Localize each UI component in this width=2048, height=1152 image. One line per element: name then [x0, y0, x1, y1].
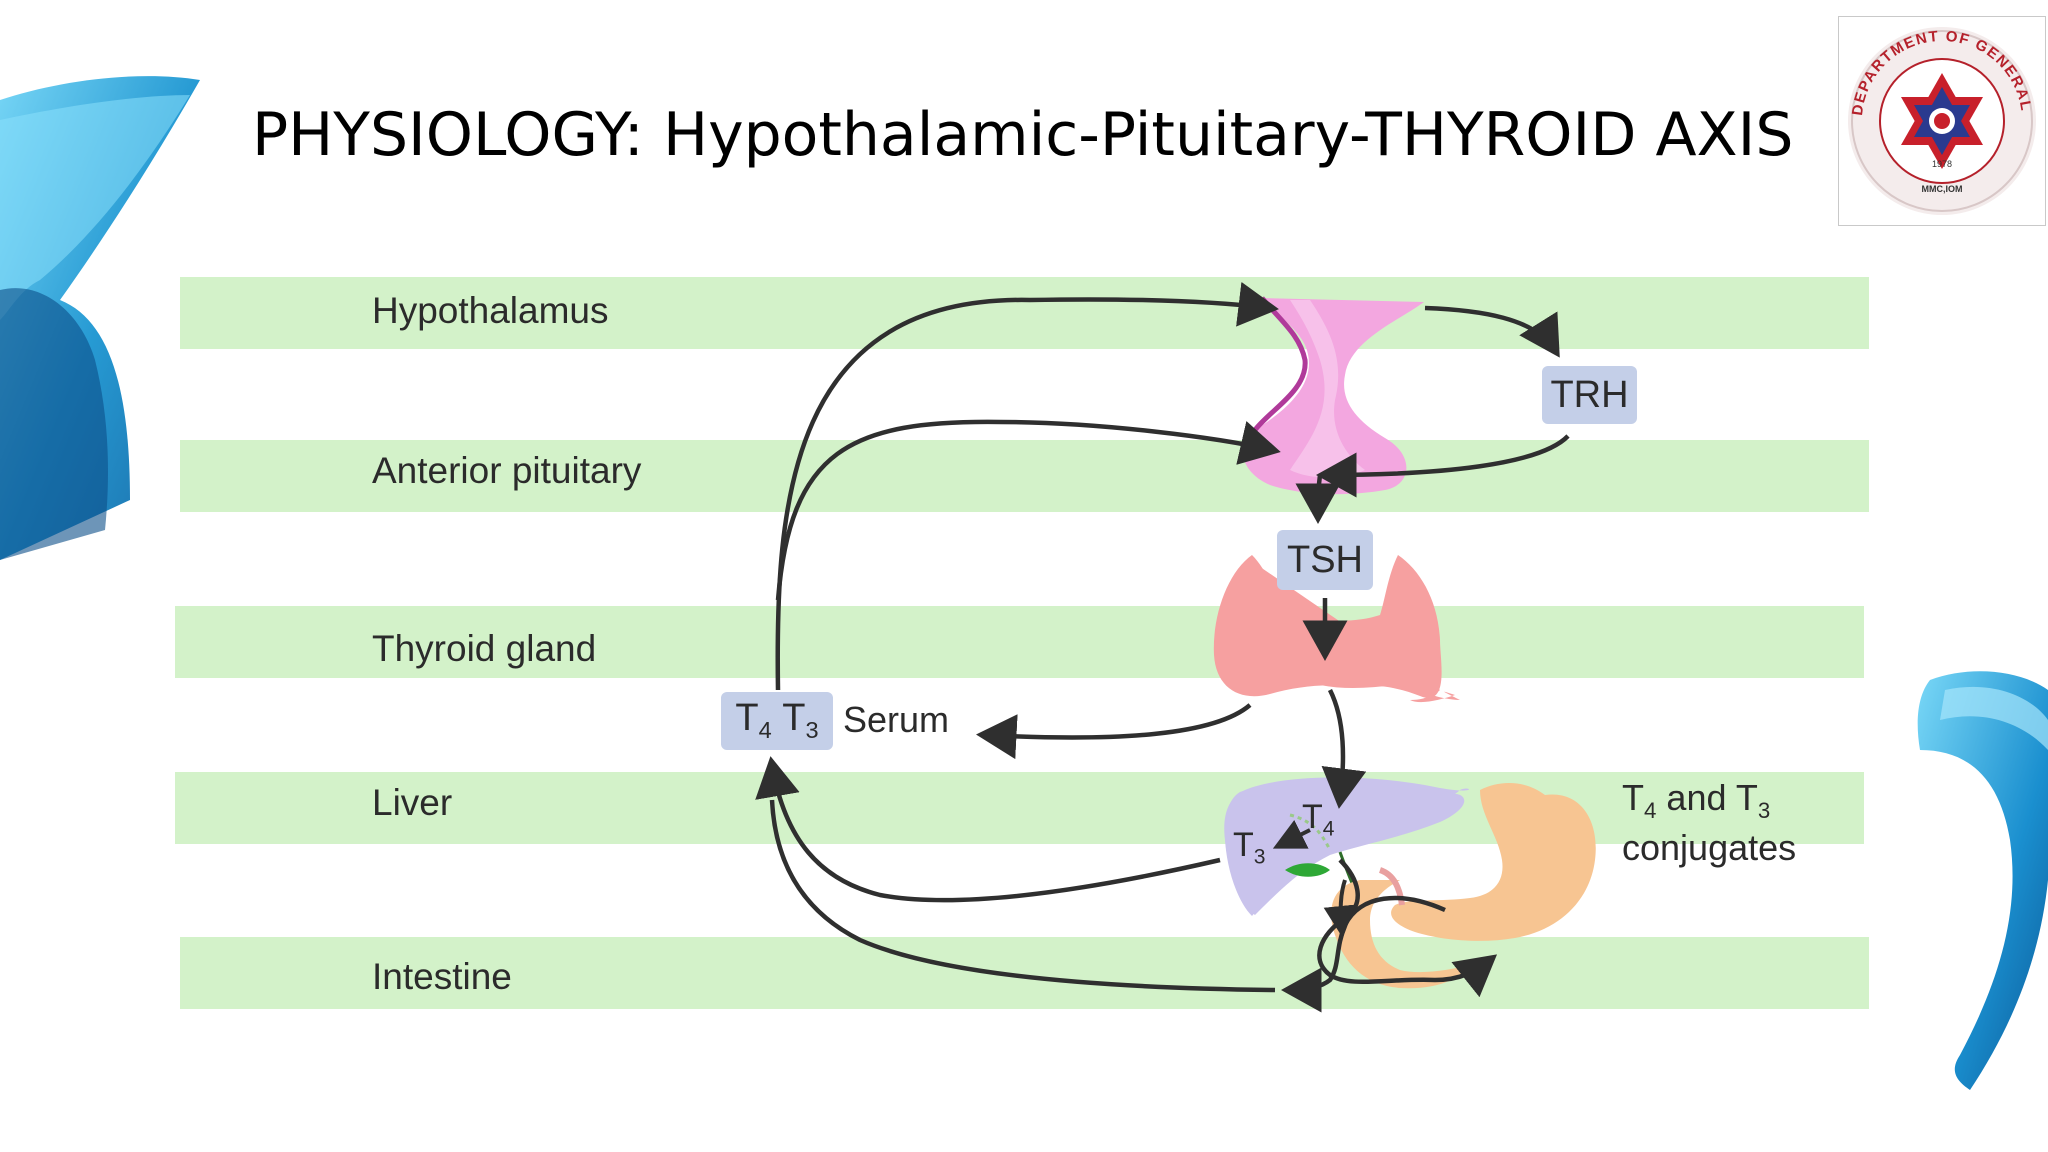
duodenum-shape — [1331, 880, 1470, 989]
band-hypothalamus — [180, 277, 1869, 349]
serum-label: Serum — [843, 699, 950, 740]
arrow-serum-feedback-pituitary — [775, 419, 1281, 601]
liver-t4-label: T4 — [1302, 798, 1335, 841]
right-decoration-swoosh — [1917, 671, 2048, 1090]
logo-year: 1978 — [1932, 159, 1952, 169]
arrow-trh-to-pituitary — [1316, 434, 1570, 498]
arrow-hypothalamus-to-trh — [1424, 305, 1560, 358]
conjugates-line-1: T4 and T3 — [1622, 777, 1771, 823]
band-thyroid-gland — [175, 606, 1864, 678]
band-intestine — [180, 937, 1869, 1009]
arrow-thyroid-to-serum — [976, 703, 1252, 760]
band-anterior-pituitary — [180, 440, 1869, 512]
arrow-intestine-enterohepatic — [1281, 895, 1446, 1013]
department-logo: DEPARTMENT OF GENERAL SURGERY 1978 MMC,I… — [1832, 4, 2046, 226]
conjugates-label: T4 and T3 conjugates — [1622, 775, 1796, 872]
serum-t4: T4 — [735, 697, 772, 744]
logo-bottom-text: MMC,IOM — [1922, 184, 1963, 194]
stomach-shape — [1391, 783, 1596, 941]
band-label-anterior-pituitary: Anterior pituitary — [372, 450, 642, 491]
arrow-serum-feedback-hypothalamus — [775, 281, 1279, 691]
band-label-thyroid-gland: Thyroid gland — [372, 628, 597, 669]
arrow-intestine-to-serum — [769, 799, 1276, 993]
slide-title: PHYSIOLOGY: Hypothalamic-Pituitary-THYRO… — [252, 100, 1794, 170]
arrow-pituitary-to-tsh — [1295, 474, 1341, 524]
arrow-t4-to-t3 — [1272, 819, 1311, 849]
trh-label: TRH — [1542, 366, 1637, 424]
serum-t3: T3 — [782, 697, 819, 744]
liver-t3-label: T3 — [1233, 826, 1266, 869]
band-label-intestine: Intestine — [372, 956, 512, 997]
band-label-liver: Liver — [372, 782, 453, 823]
t4-t3-serum-box: T4 T3 — [721, 692, 833, 750]
conjugates-line-2: conjugates — [1622, 826, 1797, 868]
tsh-label: TSH — [1277, 530, 1373, 590]
band-label-hypothalamus: Hypothalamus — [372, 290, 609, 331]
left-decoration-swoosh — [0, 76, 200, 560]
arrow-bile-down — [1323, 879, 1356, 938]
arrow-liver-to-serum — [755, 756, 1221, 903]
arrow-thyroid-to-liver — [1321, 688, 1367, 809]
